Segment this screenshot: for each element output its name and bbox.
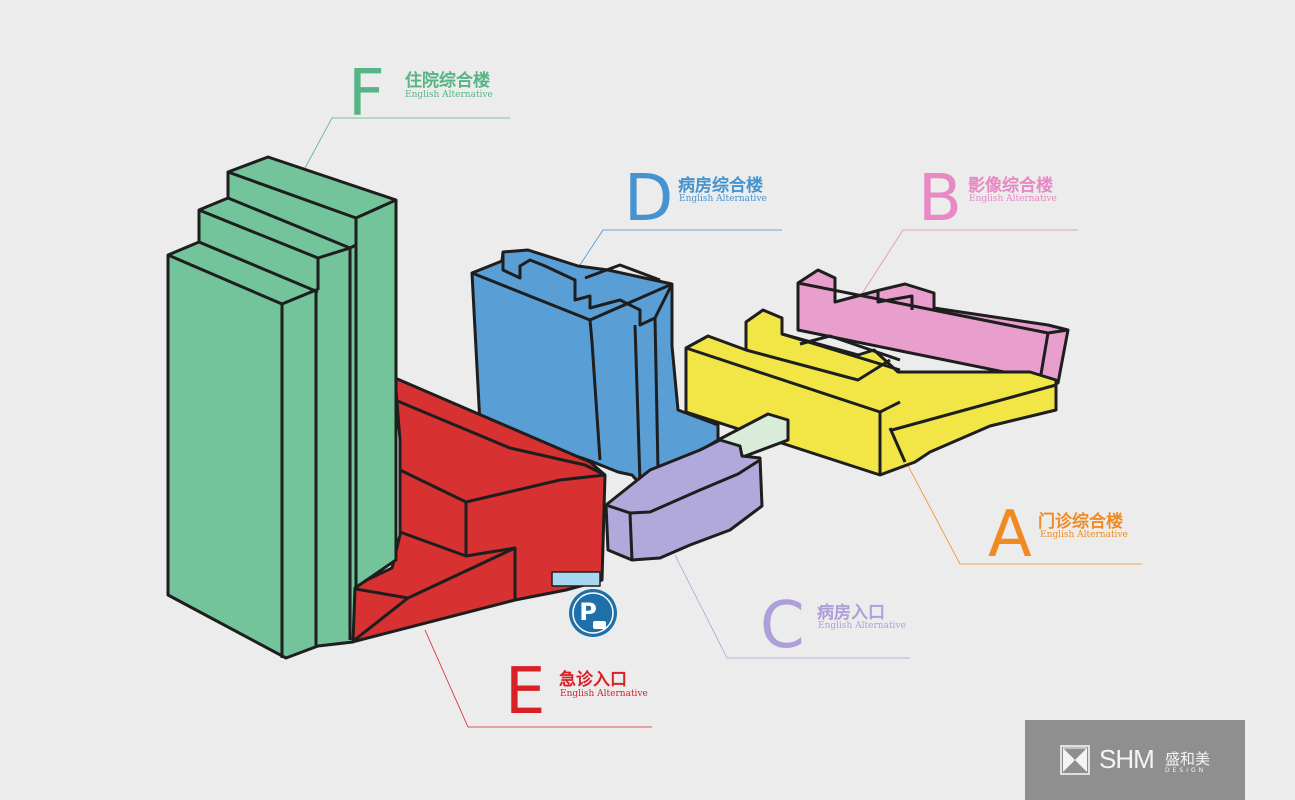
leader-line-D <box>577 229 782 269</box>
building-english-C: English Alternative <box>818 621 906 631</box>
building-E-shape[interactable] <box>348 376 607 644</box>
building-english-A: English Alternative <box>1040 530 1128 540</box>
parking-icon-letter: P <box>579 598 597 626</box>
parking-icon[interactable]: P <box>569 589 617 637</box>
building-name-C: 病房入口 <box>817 603 885 623</box>
building-name-A: 门诊综合楼 <box>1038 512 1123 532</box>
leader-line-A <box>904 459 1142 565</box>
leader-line-C <box>674 554 910 659</box>
building-letter-A: A <box>988 498 1032 572</box>
leader-line-E <box>424 629 652 728</box>
building-english-F: English Alternative <box>405 90 493 100</box>
building-letter-F: F <box>348 57 385 131</box>
building-letter-B: B <box>918 162 962 236</box>
brand-name: SHM <box>1099 744 1155 774</box>
building-F-shape[interactable] <box>166 155 398 660</box>
building-english-D: English Alternative <box>679 194 767 204</box>
building-name-F: 住院综合楼 <box>405 71 490 91</box>
brand-subtitle: DESIGN <box>1165 767 1207 774</box>
brand-watermark: SHM 盛和美 DESIGN <box>1025 720 1245 800</box>
building-letter-D: D <box>624 162 674 236</box>
building-english-B: English Alternative <box>969 194 1057 204</box>
building-letter-E: E <box>505 655 546 729</box>
building-name-B: 影像综合楼 <box>968 176 1053 196</box>
building-name-D: 病房综合楼 <box>678 176 763 196</box>
building-english-E: English Alternative <box>560 689 648 699</box>
building-C-shape[interactable] <box>604 438 764 562</box>
leader-line-B <box>857 229 1078 301</box>
building-name-E: 急诊入口 <box>559 670 627 690</box>
shm-logo-icon <box>1060 745 1090 775</box>
building-letter-C: C <box>760 589 805 663</box>
leader-line-F <box>304 117 510 169</box>
parking-entrance-window <box>551 571 601 587</box>
building-B-shape[interactable] <box>796 268 1070 385</box>
building-D-shape[interactable] <box>470 248 720 488</box>
brand-name-cn: 盛和美 <box>1165 750 1211 768</box>
